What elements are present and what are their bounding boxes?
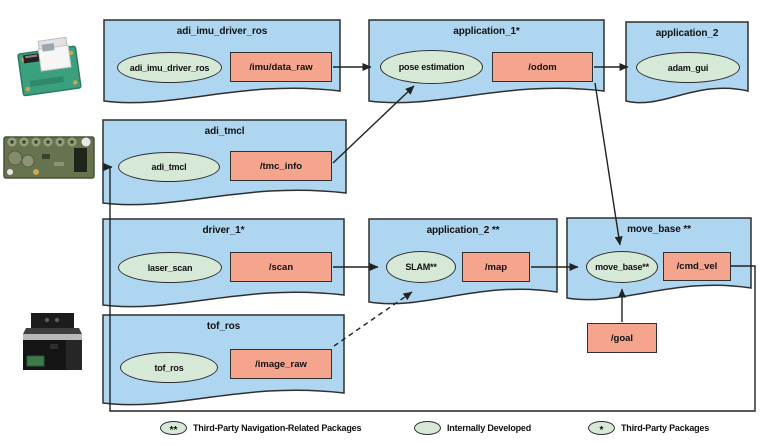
node-pose-estimation: pose estimation [380, 50, 483, 84]
legend-third-party: * Third-Party Packages [588, 421, 710, 436]
legend-symbol-asterisk: * [588, 421, 615, 436]
package-application-2-gui: application_2 adam_gui [625, 21, 749, 106]
tof-camera-image [23, 313, 82, 370]
topic-map: /map [462, 252, 530, 282]
package-title: driver_1* [202, 225, 245, 236]
node-move-base: move_base** [586, 251, 658, 283]
package-driver-1: driver_1* laser_scan /scan [102, 218, 345, 310]
node-adi-tmcl: adi_tmcl [118, 152, 220, 182]
node-slam: SLAM** [386, 251, 456, 283]
package-title: application_2 [655, 28, 719, 39]
package-title: adi_tmcl [204, 126, 245, 137]
legend-label: Internally Developed [447, 423, 532, 433]
topic-odom: /odom [492, 52, 593, 82]
node-adam-gui: adam_gui [636, 52, 740, 83]
package-adi-imu-driver-ros: adi_imu_driver_ros adi_imu_driver_ros /i… [103, 19, 341, 106]
legend-symbol-double-asterisk: ** [160, 421, 187, 436]
legend-label: Third-Party Navigation-Related Packages [193, 423, 362, 433]
topic-image-raw: /image_raw [230, 349, 332, 379]
topic-cmd-vel: /cmd_vel [663, 252, 731, 281]
node-laser-scan: laser_scan [118, 252, 222, 283]
legend-internally-developed: Internally Developed [414, 421, 531, 435]
node-adi-imu-driver-ros: adi_imu_driver_ros [117, 52, 222, 83]
imu-board-image [17, 36, 82, 97]
package-tof-ros: tof_ros tof_ros /image_raw [102, 314, 345, 408]
package-title: adi_imu_driver_ros [176, 26, 268, 37]
package-title: application_2 ** [426, 225, 500, 236]
package-application-2-slam: application_2 ** SLAM** /map [368, 218, 558, 307]
package-move-base: move_base ** move_base** /cmd_vel [566, 217, 752, 303]
package-title: tof_ros [206, 321, 241, 332]
topic-imu-data-raw: /imu/data_raw [230, 52, 332, 82]
legend-symbol-plain [414, 421, 441, 435]
package-title: application_1* [453, 26, 520, 37]
topic-scan: /scan [230, 252, 332, 282]
legend-third-party-nav: ** Third-Party Navigation-Related Packag… [160, 421, 362, 436]
tmcl-motor-driver-board-image [3, 136, 95, 179]
package-application-1: application_1* pose estimation /odom [368, 19, 605, 106]
package-title: move_base ** [627, 224, 691, 235]
package-adi-tmcl: adi_tmcl adi_tmcl /tmc_info [102, 119, 347, 208]
node-tof-ros: tof_ros [120, 352, 218, 383]
topic-goal: /goal [587, 323, 657, 353]
topic-tmc-info: /tmc_info [230, 151, 332, 181]
legend-label: Third-Party Packages [621, 423, 710, 433]
